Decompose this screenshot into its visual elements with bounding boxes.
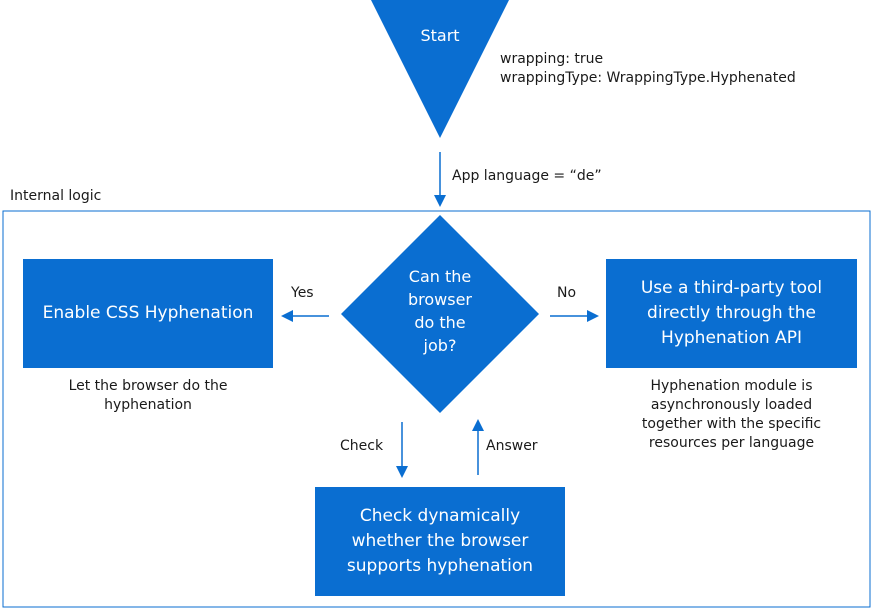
right-note-line-1: Hyphenation module is [650,378,813,394]
decision-diamond [341,215,539,413]
third-party-line-3: Hyphenation API [661,328,802,348]
internal-logic-container [2,210,871,608]
start-config-note: wrapping: true wrappingType: WrappingTyp… [500,50,796,88]
no-label: No [557,285,577,301]
left-note-line-2: hyphenation [104,397,192,413]
third-party-tool-box: Use a third-party tool directly through … [606,259,857,368]
decision-line-2: browser [407,290,472,309]
check-dynamically-line-1: Check dynamically [359,506,521,526]
yes-label: Yes [291,285,314,301]
check-dynamically-line-2: whether the browser [351,531,529,551]
container-label: Internal logic [10,188,102,204]
left-note-line-1: Let the browser do the [68,378,228,394]
third-party-line-2: directly through the [647,303,816,323]
check-dynamically-box: Check dynamically whether the browser su… [315,487,565,596]
enable-css-hyphenation-text: Enable CSS Hyphenation [42,303,254,323]
start-triangle [371,0,509,138]
start-label: Start [420,26,460,45]
config-wrapping: wrapping: true [500,51,604,67]
decision-line-3: do the [414,313,466,332]
third-party-line-1: Use a third-party tool [640,278,823,298]
answer-label: Answer [486,438,538,454]
decision-line-4: job? [423,336,457,355]
decision-text: Can the browser do the job? [380,265,500,357]
check-label: Check [340,438,384,454]
right-note-line-4: resources per language [648,435,815,451]
right-box-note: Hyphenation module is asynchronously loa… [606,377,857,453]
check-dynamically-line-3: supports hyphenation [346,556,534,576]
entry-arrow-label: App language = “de” [452,168,602,184]
right-note-line-2: asynchronously loaded [650,397,813,413]
left-box-note: Let the browser do the hyphenation [23,377,273,415]
decision-line-1: Can the [408,267,472,286]
right-note-line-3: together with the specific [641,416,822,432]
enable-css-hyphenation-box: Enable CSS Hyphenation [23,259,273,368]
config-wrapping-type: wrappingType: WrappingType.Hyphenated [500,70,796,86]
